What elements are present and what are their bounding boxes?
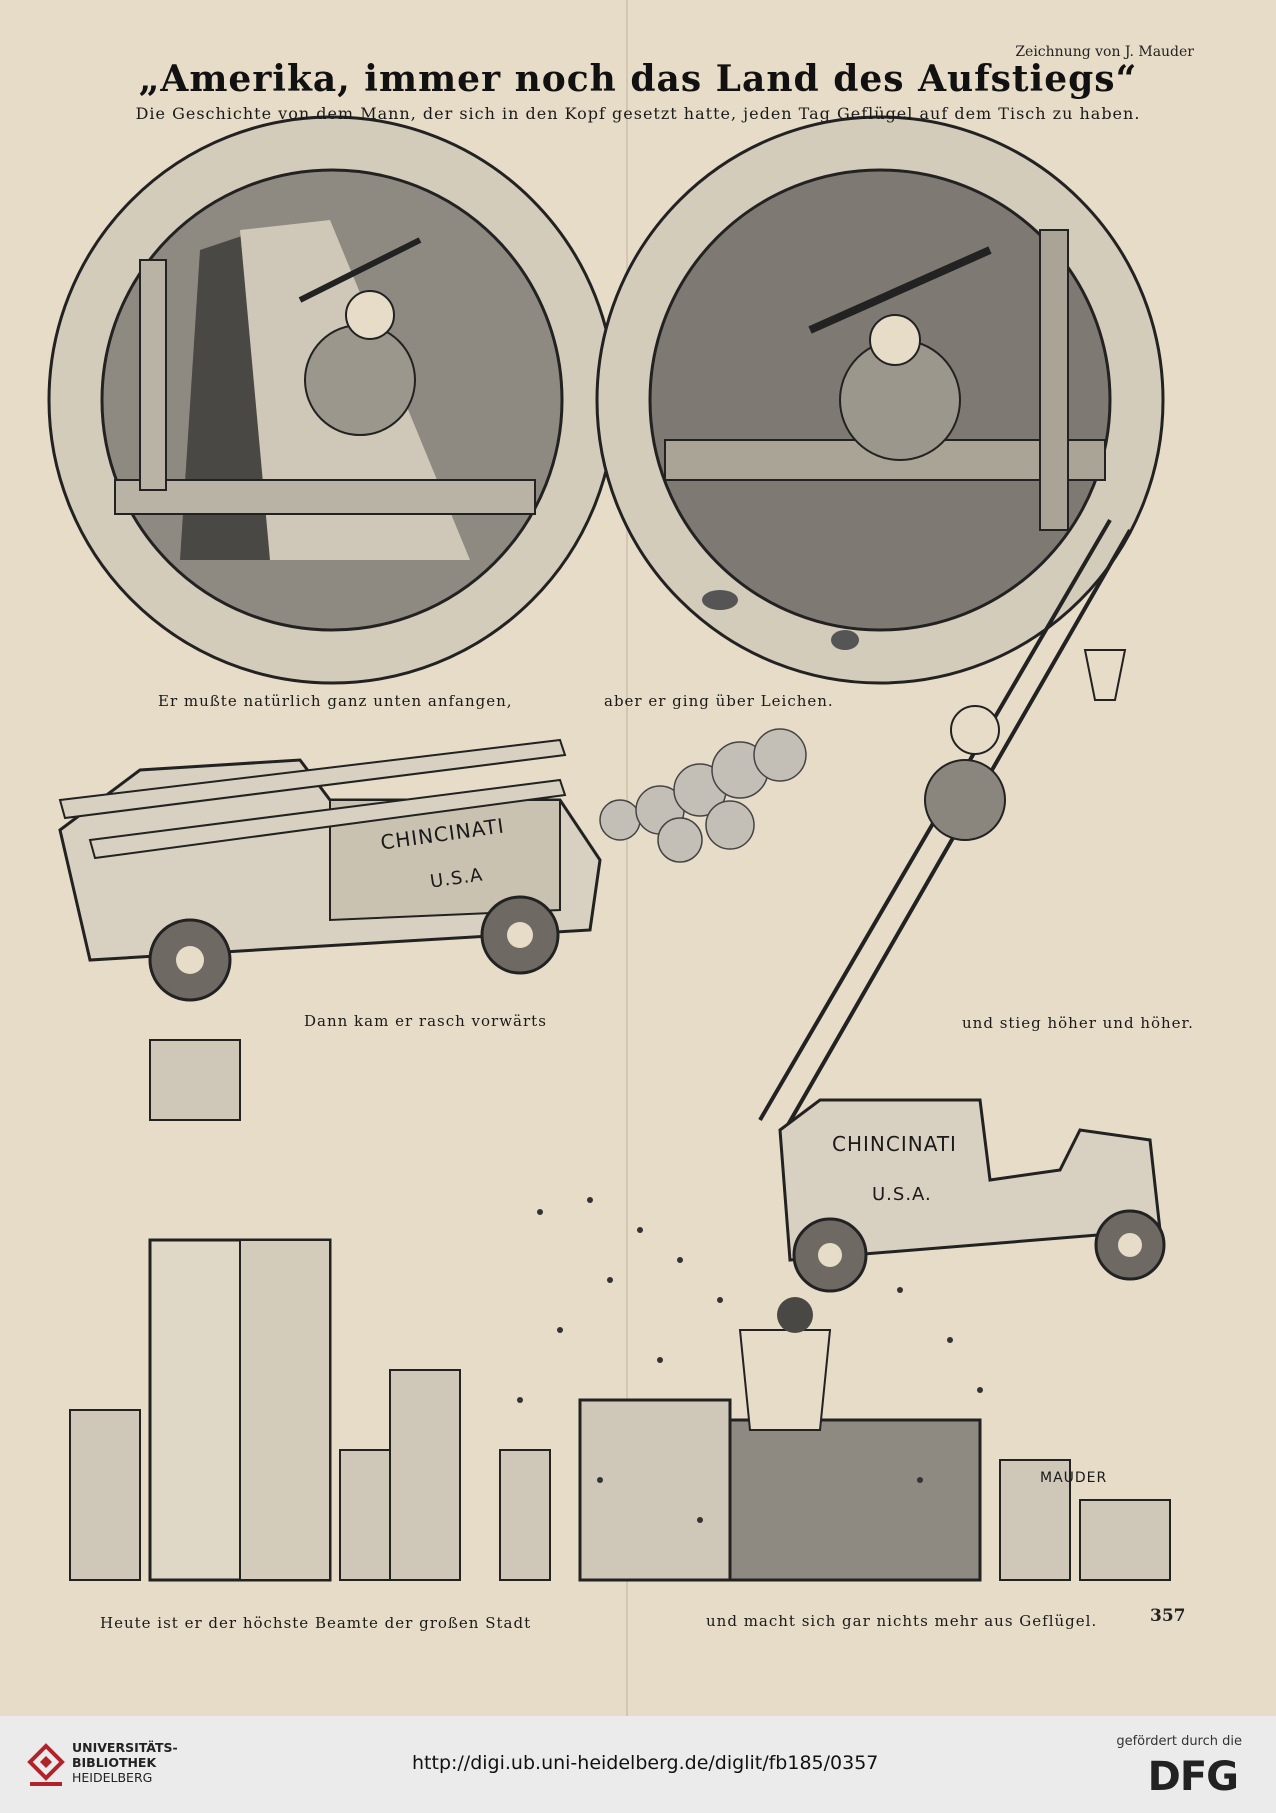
truck-label-right: CHINCINATI [832,1132,957,1156]
university-library-logo-icon [27,1743,65,1786]
page-title: „Amerika, immer noch das Land des Aufsti… [138,58,1138,100]
artist-credit: Zeichnung von J. Mauder [1015,44,1194,60]
library-name-line3: HEIDELBERG [72,1770,153,1785]
caption-3: Dann kam er rasch vorwärts [304,1012,547,1030]
caption-4: und stieg höher und höher. [962,1014,1194,1032]
library-name-line2: BIBLIOTHEK [72,1755,157,1770]
fire-truck-left [58,728,807,1002]
dfg-logo: DFG [1147,1754,1239,1800]
caption-5: Heute ist er der höchste Beamte der groß… [100,1614,532,1632]
digital-library-url[interactable]: http://digi.ub.uni-heidelberg.de/diglit/… [412,1752,879,1774]
panel-sewer-left [47,115,617,685]
caption-2: aber er ging über Leichen. [604,692,834,710]
flying-feathers [517,1197,983,1523]
page-number: 357 [1150,1606,1186,1626]
page-fold [626,0,628,1716]
fire-truck-right [778,1098,1166,1293]
library-name: UNIVERSITÄTS- BIBLIOTHEK HEIDELBERG [72,1740,178,1785]
city-skyline [69,1039,1171,1582]
scanned-page: Zeichnung von J. Mauder „Amerika, immer … [0,0,1276,1716]
viewer-footer: UNIVERSITÄTS- BIBLIOTHEK HEIDELBERG http… [0,1716,1276,1813]
library-name-line1: UNIVERSITÄTS- [72,1740,178,1755]
tall-ladder [758,518,1132,1131]
cartoon-illustrations [47,115,1171,1582]
funded-by-text: gefördert durch die [1116,1734,1242,1749]
truck-sub-right: U.S.A. [872,1184,932,1205]
caption-6: und macht sich gar nichts mehr aus Geflü… [706,1612,1098,1630]
panel-sewer-right [595,115,1165,685]
caption-1: Er mußte natürlich ganz unten anfangen, [158,692,513,710]
artist-signature: MAUDER [1040,1470,1108,1486]
page-subtitle: Die Geschichte von dem Mann, der sich in… [135,104,1141,123]
